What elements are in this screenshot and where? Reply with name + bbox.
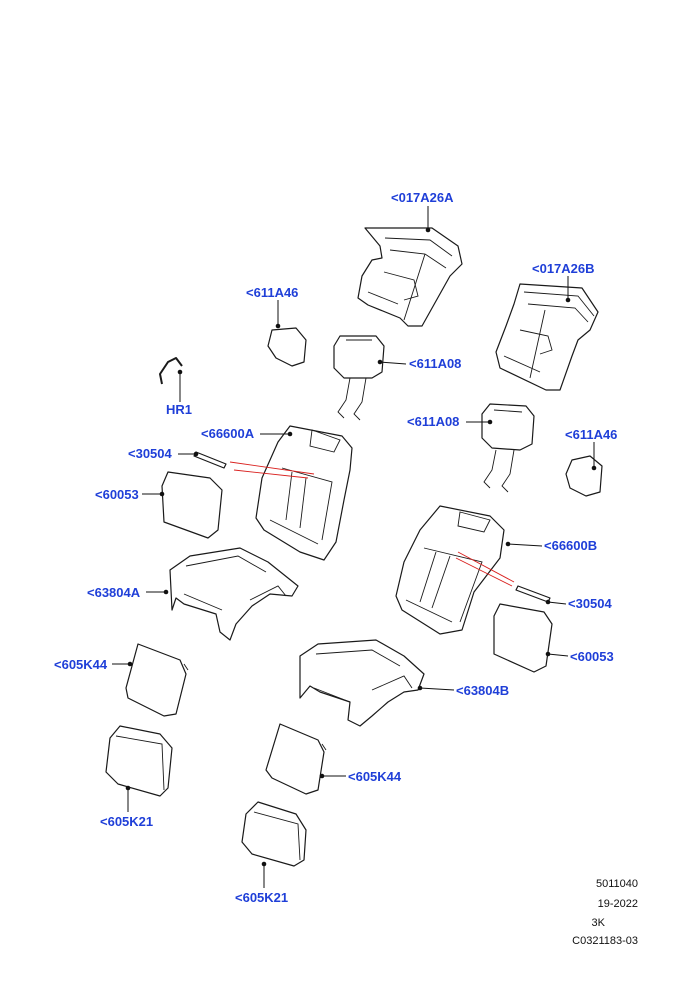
pad-60053-left (161, 471, 223, 539)
callout-017a26a[interactable]: <017A26A (391, 190, 454, 205)
headrest-left (333, 335, 385, 421)
callout-611a46-right[interactable]: <611A46 (565, 427, 617, 442)
red-reference-lines (229, 461, 515, 587)
callout-611a08-right[interactable]: <611A08 (407, 414, 459, 429)
callout-605k44-right[interactable]: <605K44 (348, 769, 402, 784)
seat-back-cover-a (255, 425, 353, 561)
panel-605k44-right (265, 723, 327, 795)
seat-cushion-b (299, 639, 425, 727)
callout-66600a[interactable]: <66600A (201, 426, 255, 441)
headrest-right (481, 403, 535, 493)
callout-63804b[interactable]: <63804B (456, 683, 509, 698)
leader-lines (112, 206, 597, 888)
pad-611a46-right (565, 455, 603, 497)
callout-611a08-left[interactable]: <611A08 (409, 356, 461, 371)
drawing-reference: C0321183-03 (572, 935, 638, 947)
callout-611a46-left[interactable]: <611A46 (246, 285, 298, 300)
callout-63804a[interactable]: <63804A (87, 585, 141, 600)
callout-66600b[interactable]: <66600B (544, 538, 597, 553)
seat-back-panel-a (357, 227, 463, 327)
callout-30504-left[interactable]: <30504 (128, 446, 173, 461)
seat-back-cover-b (395, 505, 505, 635)
clip-30504-left (193, 451, 227, 469)
hook-hr1 (159, 357, 183, 385)
callout-60053-right[interactable]: <60053 (570, 649, 614, 664)
callout-hr1[interactable]: HR1 (166, 402, 192, 417)
panel-605k21-left (105, 725, 173, 797)
drawing-number: 5011040 (595, 878, 638, 890)
drawing-revision: 3K (591, 917, 605, 929)
callout-60053-left[interactable]: <60053 (95, 487, 139, 502)
pad-611a46-left (267, 327, 307, 367)
panel-605k44-left (125, 643, 189, 717)
seat-cushion-a (169, 547, 299, 641)
callout-605k21-left[interactable]: <605K21 (100, 814, 153, 829)
callout-017a26b[interactable]: <017A26B (532, 261, 595, 276)
callout-30504-right[interactable]: <30504 (568, 596, 613, 611)
callout-605k44-left[interactable]: <605K44 (54, 657, 108, 672)
drawing-date: 19-2022 (597, 898, 638, 910)
clip-30504-right (515, 585, 551, 603)
callout-labels: <017A26A <017A26B <611A46 <611A08 HR1 <6… (54, 190, 617, 905)
pad-60053-right (493, 603, 553, 673)
panel-605k21-right (241, 801, 307, 867)
seat-back-panel-b (495, 283, 599, 391)
callout-605k21-right[interactable]: <605K21 (235, 890, 288, 905)
